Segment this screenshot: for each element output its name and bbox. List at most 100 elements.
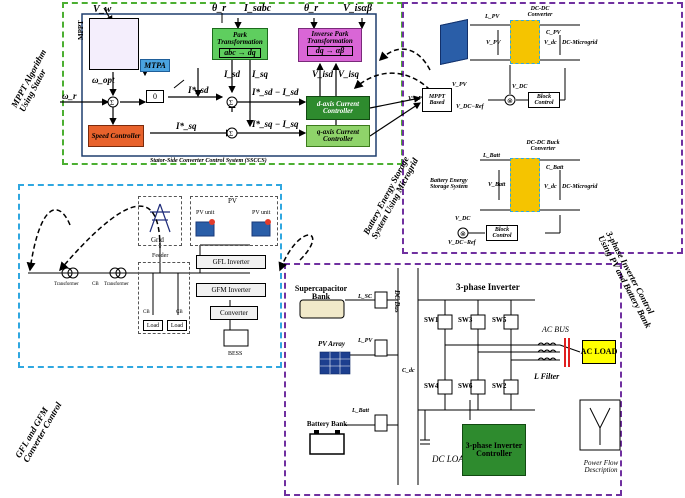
dcdc-converter-block (510, 20, 540, 64)
vdc-ref-label: V_DC−Ref (456, 104, 484, 110)
microgrid-label-1: DC-Microgrid (562, 40, 598, 46)
park-title: Park Transformation (217, 31, 263, 46)
microgrid-label-2: DC-Microgrid (562, 184, 598, 190)
grid-section-frame (18, 184, 282, 368)
sw6-label: SW6 (458, 382, 473, 390)
dc-load-label: DC LOAD (432, 454, 471, 464)
visd-label: V_isd (312, 69, 334, 79)
cpv-label: C_PV (546, 30, 561, 36)
supercapacitor-bank: Supercapacitor Bank (294, 284, 348, 301)
isq-ref-label: I*_sq (176, 121, 197, 131)
gfl-inverter-box: GFL Inverter (196, 255, 266, 269)
block-control-1: Block Control (528, 92, 560, 108)
mppt-curve-box (89, 18, 139, 70)
inverter-controller-block: 3-phase Inverter Controller (462, 424, 526, 476)
park-transform-block: Park Transformation abc → dq (212, 28, 268, 60)
dcdc-title: DC-DC Converter (527, 6, 553, 18)
park-eq: abc → dq (219, 48, 261, 58)
vdc-label-2: V_dc (544, 184, 557, 190)
theta-r-right-label: θ_r (304, 3, 319, 14)
d-axis-controller-block: d-axis Current Controller (306, 96, 370, 120)
inverse-park-block: Inverse Park Transformation dq → αβ (298, 28, 362, 62)
sw4-label: SW4 (424, 382, 439, 390)
feeder-label: Feeder (152, 253, 169, 259)
pv-panel-top (440, 19, 468, 65)
dc-bus-label: DC Bus (393, 290, 401, 313)
gfm-inverter-box: GFM Inverter (196, 283, 266, 297)
isd-label: I_sd (224, 69, 241, 79)
isabc-label: I_sabc (244, 3, 272, 14)
q-axis-controller-block: q-axis Current Controller (306, 125, 370, 147)
cb-2-label: CB (143, 310, 150, 315)
mppt-based-block: MPPT Based (422, 88, 452, 112)
omega-opt-label: ω_opt (92, 75, 115, 85)
lbatt-inv-label: L_Batt (352, 408, 370, 414)
grid-label: Grid (151, 236, 164, 244)
err-d-label: I*_sd − I_sd (252, 87, 299, 97)
block-control-2: Block Control (486, 225, 518, 241)
lpv-label: L_PV (485, 14, 500, 20)
load-1-box: Load (143, 320, 163, 331)
sw3-label: SW3 (458, 316, 473, 324)
isd-ref-label: I*_sd (188, 85, 209, 95)
vpv-label-2: V_PV (452, 82, 467, 88)
lbatt-label: L_Batt (483, 153, 501, 159)
battery-bank-box: Battery Bank (306, 419, 348, 428)
sw2-label: SW2 (492, 382, 507, 390)
transformer-1-label: Transformer (54, 282, 79, 287)
buck-converter-block (510, 158, 540, 212)
cb-3-label: CB (176, 310, 183, 315)
svg-text:Σ: Σ (229, 99, 233, 107)
vdc-ref-label-2: V_DC−Ref (448, 240, 476, 246)
vbatt-label: V_Batt (488, 182, 506, 188)
inverter-title: 3-phase Inverter (456, 282, 520, 292)
vpv-label: V_PV (486, 40, 501, 46)
cb-1-label: CB (92, 282, 99, 287)
ac-bus-label: AC BUS (542, 325, 569, 334)
svg-text:Σ: Σ (110, 99, 114, 107)
mtpa-block: MTPA (140, 59, 170, 72)
stator-frame-title: Stator-Side Converter Control System (SS… (150, 158, 267, 164)
sw1-label: SW1 (424, 316, 439, 324)
omega-r-label: ω_r (62, 91, 77, 101)
load-2-box: Load (167, 320, 187, 331)
pv-unit-2-label: PV unit (252, 210, 271, 216)
err-q-label: I*_sq − I_sq (252, 119, 299, 129)
feeder-box (138, 262, 190, 334)
lpv-inv-label: L_PV (358, 338, 373, 344)
mppt-side-label: MPPT (77, 20, 85, 40)
pv-box (190, 196, 278, 246)
svg-text:⊗: ⊗ (507, 97, 513, 105)
vdc-label-1: V_dc (544, 40, 557, 46)
svg-text:⊗: ⊗ (460, 230, 466, 238)
zero-block: 0 (146, 90, 164, 103)
transformer-2-label: Transformer (104, 282, 129, 287)
vdc-top-label: V_DC (512, 84, 528, 90)
invpark-title: Inverse Park Transformation (307, 30, 353, 45)
bess-grid-label: BESS (228, 351, 243, 357)
vdc-label-3: V_DC (455, 216, 471, 222)
vw-label: V_w (93, 4, 112, 15)
speed-controller-block: Speed Controller (88, 125, 144, 147)
power-flow-label: Power Flow Description (583, 459, 619, 474)
invpark-eq: dq → αβ (307, 46, 353, 56)
converter-box: Converter (210, 306, 258, 320)
lsc-label: L_SC (358, 294, 373, 300)
grid-box (138, 196, 182, 246)
cbatt-label: C_Batt (546, 165, 564, 171)
cdc-label: C_dc (402, 368, 415, 374)
visab-label: V_isαβ (343, 3, 372, 14)
bess-label: Battery Energy Storage System (430, 178, 468, 190)
theta-r-left-label: θ_r (212, 3, 227, 14)
pv-array-label: PV Array (318, 340, 346, 348)
svg-text:Σ: Σ (229, 130, 233, 138)
microgrid-frame (402, 2, 683, 254)
sw5-label: SW5 (492, 316, 507, 324)
inverter-section-frame (284, 263, 622, 496)
isq-label: I_sq (252, 69, 269, 79)
l-filter-label: L Filter (534, 372, 560, 381)
buck-title: DC-DC Buck Converter (526, 140, 560, 152)
ac-load-box: AC LOAD (581, 340, 617, 364)
pv-unit-1-label: PV unit (196, 210, 215, 216)
